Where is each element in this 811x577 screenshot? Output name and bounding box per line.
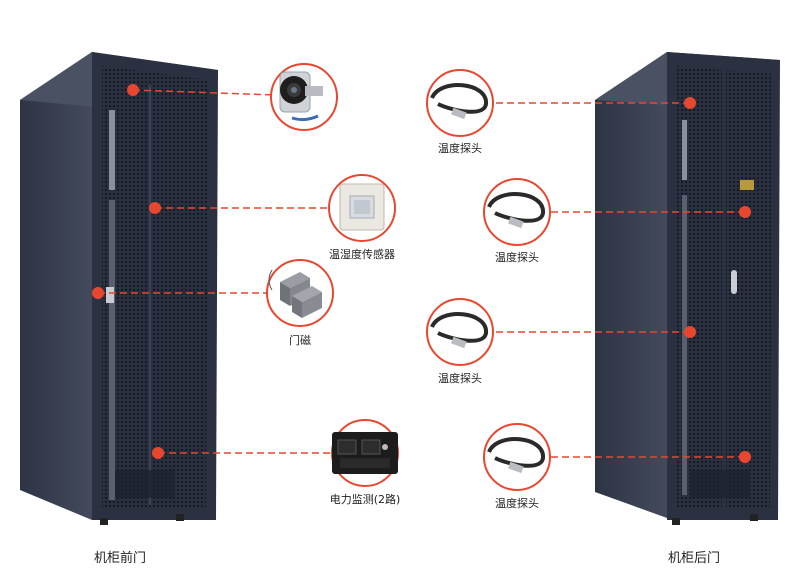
cabinet-foot [672, 518, 680, 525]
dot-camera [127, 84, 139, 96]
power-monitor-label: 电力监测(2路) [329, 493, 401, 506]
probe2-label: 温度探头 [495, 251, 539, 264]
rear-door-right-mesh [726, 70, 772, 508]
door-magnet-label: 门磁 [289, 334, 311, 347]
door-handle [731, 270, 737, 294]
front-cabinet-side-panel [20, 52, 92, 520]
cabinet-foot [100, 518, 108, 525]
dot-humidity [149, 202, 161, 214]
probe4-label: 温度探头 [495, 497, 539, 510]
rear-door-caption: 机柜后门 [667, 551, 721, 566]
sensor-dots [92, 84, 751, 463]
rail [682, 195, 687, 495]
humidity-sensor-label: 温湿度传感器 [329, 248, 395, 261]
rear-cabinet [595, 52, 780, 525]
probe1-label: 温度探头 [438, 142, 482, 155]
rear-cabinet-side-panel [595, 52, 667, 518]
connector-camera [132, 89, 276, 96]
temperature-probe-icon [483, 178, 551, 246]
connector-lines [98, 89, 745, 458]
temperature-probe-icon [483, 423, 551, 491]
door-handle [106, 287, 114, 303]
front-door-mesh [102, 66, 208, 508]
temperature-probe-icon [426, 298, 494, 366]
power-strip-icon [331, 419, 399, 487]
dot-probe3 [684, 326, 696, 338]
dot-probe4 [739, 451, 751, 463]
rail [682, 120, 687, 180]
front-door-caption: 机柜前门 [93, 551, 147, 566]
dot-power [152, 447, 164, 459]
front-cabinet [20, 52, 218, 525]
temperature-probe-icon [426, 69, 494, 137]
probe3-label: 温度探头 [438, 372, 482, 385]
dot-probe1 [684, 97, 696, 109]
dot-probe2 [739, 206, 751, 218]
door-lock [740, 180, 754, 190]
cabinet-foot [176, 514, 184, 521]
cabinet-foot [750, 514, 758, 521]
dot-door [92, 287, 104, 299]
temp-humidity-sensor-icon [328, 174, 396, 242]
rail [109, 110, 115, 190]
rail [109, 200, 115, 500]
rear-door-left-mesh [676, 66, 722, 508]
door-magnet-icon [266, 259, 334, 327]
camera-icon [270, 63, 338, 131]
